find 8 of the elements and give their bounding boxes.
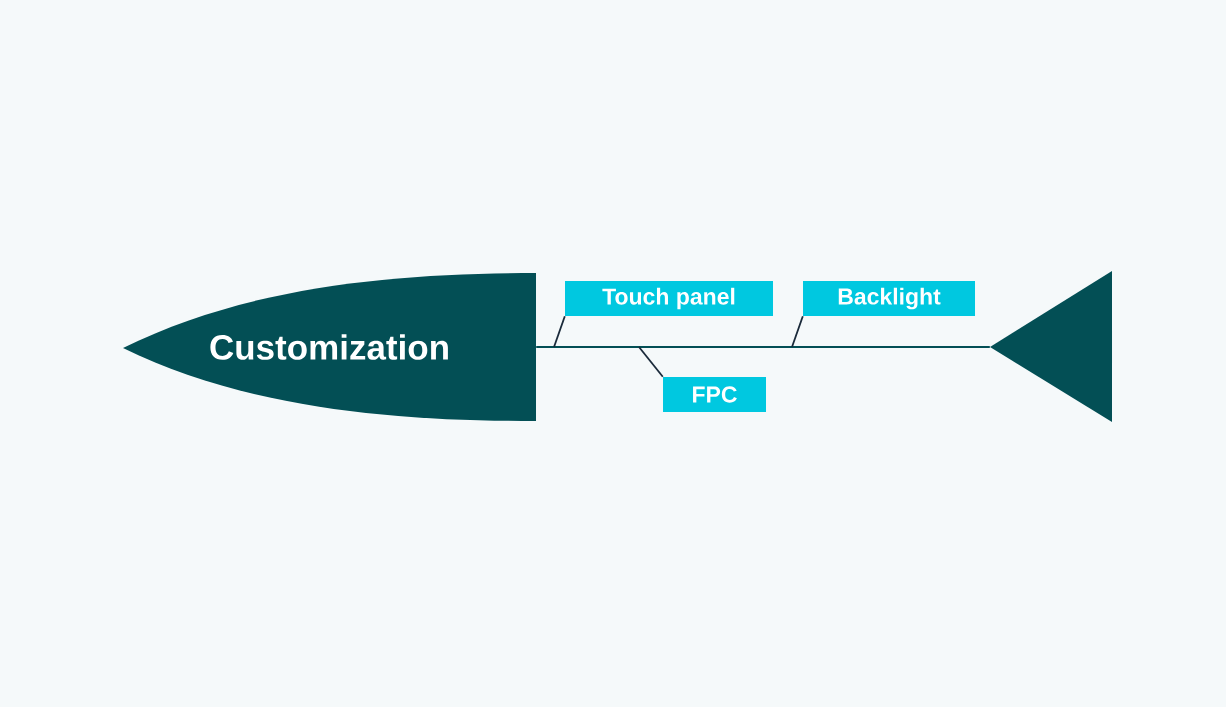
bone-line (553, 315, 566, 348)
spine-line (535, 346, 991, 348)
bone-line (791, 315, 804, 348)
label-box: Touch panel (565, 281, 773, 316)
bone-line (638, 346, 664, 378)
tail-triangle (990, 271, 1112, 422)
label-box: FPC (663, 377, 766, 412)
label-box: Backlight (803, 281, 975, 316)
